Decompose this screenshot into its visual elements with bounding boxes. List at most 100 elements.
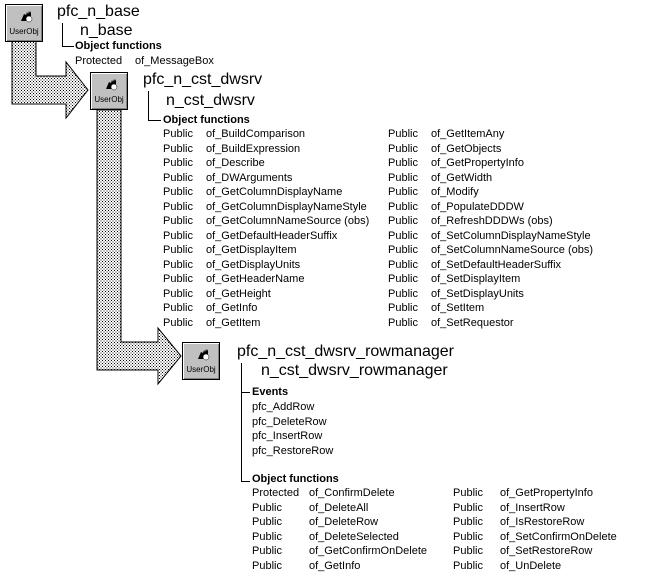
function-row: Public of_SetColumnNameSource (obs) xyxy=(388,243,645,258)
access-modifier: Public xyxy=(163,142,193,155)
function-name: of_MessageBox xyxy=(135,55,214,67)
function-row: Public of_GetPropertyInfo xyxy=(453,486,645,501)
user-object-icon[interactable]: UserObj xyxy=(5,4,43,42)
function-name: of_RefreshDDDWs (obs) xyxy=(431,215,553,227)
function-name: of_SetRequestor xyxy=(431,316,514,329)
class-subtitle: n_base xyxy=(80,22,133,39)
function-name: of_DeleteSelected xyxy=(309,530,399,543)
access-modifier: Public xyxy=(252,516,282,528)
events-heading: Events xyxy=(252,386,289,398)
access-modifier: Public xyxy=(388,258,418,271)
access-modifier: Public xyxy=(388,142,418,155)
access-modifier: Public xyxy=(163,273,193,285)
function-row: Public of_GetDefaultHeaderSuffix xyxy=(163,229,393,244)
tree-connector xyxy=(62,23,63,47)
access-modifier: Public xyxy=(163,287,193,300)
section-heading: Object functions xyxy=(163,114,250,126)
function-name: of_GetConfirmOnDelete xyxy=(309,545,427,557)
function-row: Public of_GetDisplayItem xyxy=(163,243,393,258)
access-modifier: Public xyxy=(163,302,193,314)
function-name: of_SetItem xyxy=(431,302,485,314)
access-modifier: Public xyxy=(163,157,193,169)
function-row: Public of_DWArguments xyxy=(163,171,393,186)
class-title: pfc_n_cst_dwsrv xyxy=(143,71,263,88)
function-name: of_GetObjects xyxy=(431,142,502,155)
access-modifier: Public xyxy=(453,545,483,557)
access-modifier: Public xyxy=(388,171,418,184)
access-modifier: Public xyxy=(388,200,418,213)
event-item: pfc_RestoreRow xyxy=(252,444,334,457)
access-modifier: Public xyxy=(163,229,193,242)
function-name: of_SetDisplayUnits xyxy=(431,287,524,300)
icon-label: UserObj xyxy=(186,365,216,374)
class-subtitle: n_cst_dwsrv xyxy=(166,92,255,109)
user-object-glyph-icon xyxy=(198,349,210,361)
access-modifier: Public xyxy=(388,273,418,285)
user-object-icon[interactable]: UserObj xyxy=(90,72,128,110)
function-name: of_Modify xyxy=(431,186,479,198)
function-name: of_GetColumnDisplayNameStyle xyxy=(206,200,367,213)
access-modifier: Public xyxy=(388,128,418,140)
access-modifier: Public xyxy=(388,316,418,329)
inheritance-arrow-2 xyxy=(96,109,182,386)
access-modifier: Public xyxy=(252,559,282,572)
icon-label: UserObj xyxy=(9,27,39,36)
access-modifier: Public xyxy=(453,530,483,543)
function-name: of_IsRestoreRow xyxy=(500,516,585,528)
function-name: of_GetColumnDisplayName xyxy=(206,186,343,198)
access-modifier: Protected xyxy=(75,55,123,67)
user-object-icon[interactable]: UserObj xyxy=(182,342,220,380)
access-modifier: Public xyxy=(163,244,193,256)
event-item: pfc_DeleteRow xyxy=(252,415,327,428)
function-name: of_GetDisplayUnits xyxy=(206,258,301,271)
function-name: of_GetDisplayItem xyxy=(206,244,297,256)
function-name: of_GetHeight xyxy=(206,287,271,300)
function-name: of_UnDelete xyxy=(500,559,562,572)
icon-label: UserObj xyxy=(94,95,124,104)
access-modifier: Public xyxy=(163,171,193,184)
event-item: pfc_AddRow xyxy=(252,401,315,413)
function-name: of_DWArguments xyxy=(206,171,293,184)
access-modifier: Public xyxy=(388,244,418,256)
access-modifier: Public xyxy=(388,157,418,169)
tree-connector xyxy=(148,120,161,121)
class-title: pfc_n_cst_dwsrv_rowmanager xyxy=(237,343,454,360)
access-modifier: Public xyxy=(388,229,418,242)
access-modifier: Public xyxy=(163,316,193,329)
function-name: of_SetRestoreRow xyxy=(500,545,593,557)
function-name: of_SetColumnNameSource (obs) xyxy=(431,244,594,256)
tree-connector xyxy=(241,363,242,481)
function-name: of_GetInfo xyxy=(309,559,361,572)
access-modifier: Public xyxy=(453,501,483,514)
function-name: of_GetPropertyInfo xyxy=(500,487,593,499)
tree-connector xyxy=(241,392,250,393)
function-name: of_GetDefaultHeaderSuffix xyxy=(206,229,338,242)
function-name: of_SetColumnDisplayNameStyle xyxy=(431,229,591,242)
access-modifier: Public xyxy=(388,302,418,314)
access-modifier: Public xyxy=(453,487,483,499)
function-row: Public of_SetItem xyxy=(388,301,645,316)
section-heading: Object functions xyxy=(75,40,162,52)
function-name: of_GetInfo xyxy=(206,302,258,314)
function-row: Public of_SetRequestor xyxy=(388,316,645,331)
function-name: of_GetHeaderName xyxy=(206,273,305,285)
